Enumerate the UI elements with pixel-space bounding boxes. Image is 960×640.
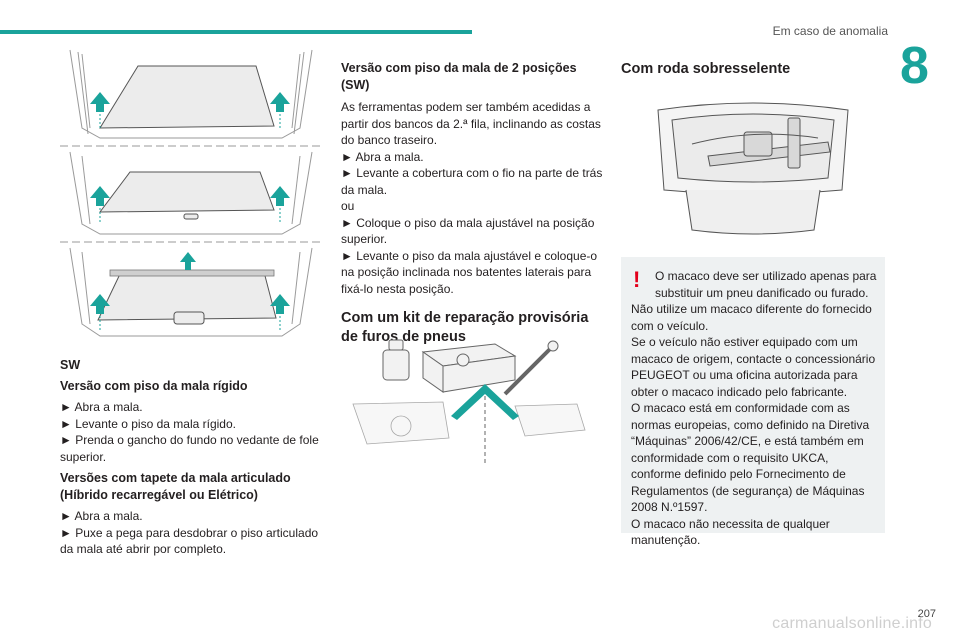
sw-label: SW [60,358,81,372]
heading-two-position-floor: Versão com piso da mala de 2 posições (S… [341,61,577,92]
two-pos-line-1: As ferramentas podem ser também acedidas… [341,100,601,147]
two-pos-line-4: ou [341,199,355,213]
header-accent-bar [0,30,472,34]
warning-icon: ! [633,267,641,292]
rigid-step-3: ► Prenda o gancho do fundo no vedante de… [60,433,319,464]
rigid-step-1: ► Abra a mala. [60,400,143,414]
chapter-number: 8 [900,37,929,95]
column-left: SW Versão com piso da mala rígido ► Abra… [60,357,322,558]
articulated-step-2: ► Puxe a pega para desdobrar o piso arti… [60,525,319,557]
warning-box: ! O macaco deve ser utilizado apenas par… [621,257,885,547]
warning-line-2: Não utilize um macaco diferente do forne… [631,302,872,333]
column-middle: Versão com piso da mala de 2 posições (S… [341,60,603,347]
trunk-floor-illustration [60,49,322,337]
articulated-step-1: ► Abra a mala. [60,509,143,523]
two-pos-line-6: ► Levante o piso da mala ajustável e col… [341,248,598,296]
two-pos-line-2: ► Abra a mala. [341,149,424,164]
repair-kit-illustration [352,339,586,464]
warning-line-3: Se o veículo não estiver equipado com um… [631,335,876,399]
two-pos-line-3: ► Levante a cobertura com o fio na parte… [341,166,603,197]
heading-articulated-floor: Versões com tapete da mala articulado (H… [60,471,291,502]
page-number: 207 [917,608,936,620]
watermark: carmanualsonline.info [772,615,932,632]
heading-rigid-floor: Versão com piso da mala rígido [60,378,248,393]
warning-line-4: O macaco está em conformidade com as nor… [631,401,870,514]
warning-line-5: O macaco não necessita de qualquer manut… [631,516,830,548]
two-pos-line-5: ► Coloque o piso da mala ajustável na po… [341,215,595,247]
warning-text: O macaco deve ser utilizado apenas para … [631,268,881,549]
spare-wheel-illustration [657,102,849,235]
heading-repair-kit: Com um kit de reparação provisória de fu… [341,310,589,345]
rigid-step-2: ► Levante o piso da mala rígido. [60,416,236,431]
heading-spare-wheel: Com roda sobresselente [621,61,791,77]
warning-line-1: O macaco deve ser utilizado apenas para … [655,269,877,300]
section-title: Em caso de anomalia [772,24,888,38]
column-right: Com roda sobresselente [621,60,885,79]
